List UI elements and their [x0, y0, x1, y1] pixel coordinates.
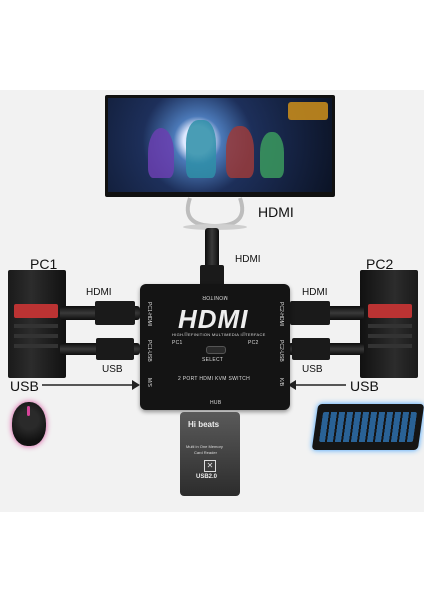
card-reader: Hi beats Multi in One Memory Card Reader…: [180, 412, 240, 496]
label-hdmi-left: HDMI: [86, 287, 112, 298]
label-usb-right-big: USB: [350, 378, 379, 394]
switch-tagline: HIGH-DEFINITION MULTIMEDIA INTERFACE: [172, 332, 266, 337]
switch-kb-label: K/B: [278, 378, 284, 387]
select-button[interactable]: [206, 346, 226, 354]
label-pc2: PC2: [366, 256, 394, 272]
card-reader-line1: Multi in One Memory: [186, 444, 223, 449]
pc2-tower: [360, 270, 418, 378]
label-usb-right-small: USB: [302, 364, 323, 375]
switch-pc1-led-label: PC1: [172, 340, 183, 346]
switch-pc1-usb-label: PC1-USB: [146, 340, 152, 362]
card-reader-brand: Hi beats: [188, 420, 220, 429]
switch-ms-label: M/S: [146, 378, 152, 387]
card-reader-usb: USB2.0: [196, 474, 218, 480]
kvm-switch: HDMI HIGH-DEFINITION MULTIMEDIA INTERFAC…: [140, 284, 290, 410]
monitor: [105, 95, 335, 197]
mouse: [12, 402, 46, 446]
arrow-usb-left: [42, 380, 140, 390]
card-reader-line2: Card Reader: [194, 450, 217, 455]
usb-plug-left: [96, 338, 134, 360]
hdmi-plug-left: [95, 301, 135, 325]
switch-logo: HDMI: [178, 304, 249, 334]
usb-plug-right: [292, 338, 330, 360]
switch-pc2-hdmi-label: PC2-HDMI: [278, 302, 284, 327]
keyboard: [311, 404, 424, 450]
label-usb-left-small: USB: [102, 364, 123, 375]
switch-pc1-hdmi-label: PC1-HDMI: [146, 302, 152, 327]
monitor-screen-image: [108, 98, 332, 192]
label-hdmi-right: HDMI: [302, 287, 328, 298]
switch-hub-label: HUB: [210, 400, 222, 406]
switch-pc2-usb-label: PC2-USB: [278, 340, 284, 362]
label-hdmi-monitor: HDMI: [258, 204, 294, 220]
card-reader-x-icon: ✕: [204, 460, 216, 472]
switch-monitor-port-label: MONITOR: [202, 294, 228, 300]
switch-model-label: 2 PORT HDMI KVM SWITCH: [178, 376, 250, 382]
monitor-stand: [183, 197, 247, 230]
label-hdmi-top: HDMI: [235, 254, 261, 265]
switch-select-label: SELECT: [202, 357, 224, 363]
pc1-tower: [8, 270, 66, 378]
switch-pc2-led-label: PC2: [248, 340, 259, 346]
label-pc1: PC1: [30, 256, 58, 272]
arrow-usb-right: [288, 380, 346, 390]
pc2-led: [242, 332, 246, 336]
hdmi-plug-right: [290, 301, 330, 325]
hdmi-plug-top: [200, 265, 224, 287]
label-usb-left-big: USB: [10, 378, 39, 394]
pc1-led: [184, 332, 188, 336]
